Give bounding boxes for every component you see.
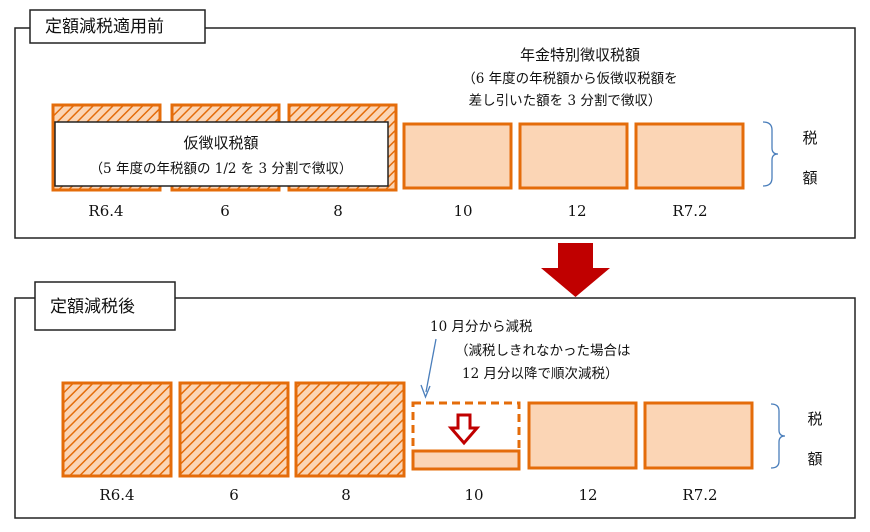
- month-label: R6.4: [99, 486, 134, 504]
- reduction-arrow-icon: [447, 413, 481, 446]
- reduction-note-title: 10 月分から減税: [430, 318, 533, 335]
- axis-label: 額: [807, 450, 822, 468]
- axis-label: 税: [802, 129, 817, 147]
- special-label-line: 差し引いた額を 3 分割で徴収）: [469, 92, 662, 109]
- special-label-line: （6 年度の年税額から仮徴収税額を: [462, 71, 677, 87]
- month-label: 12: [578, 486, 597, 504]
- provisional-label-box: [54, 121, 389, 187]
- reduced-bar: [411, 449, 521, 471]
- month-label: R6.4: [88, 202, 123, 220]
- month-label: 8: [333, 202, 343, 220]
- brace-icon: [770, 403, 786, 469]
- after-panel: 定額減税後 10 月分から減税 （減税しきれなかった場合は 12 月分以降で順次…: [14, 281, 856, 519]
- special-bar: [634, 122, 745, 190]
- axis-label: 額: [802, 169, 817, 187]
- special-label-title: 年金特別徴収税額: [520, 46, 640, 64]
- month-label: 12: [567, 202, 586, 220]
- month-label: R7.2: [672, 202, 707, 220]
- provisional-bar: [294, 381, 406, 478]
- axis-label: 税: [807, 410, 822, 428]
- special-bar: [643, 401, 754, 470]
- special-bar: [518, 122, 629, 190]
- reduction-note-line: （減税しきれなかった場合は: [455, 342, 631, 359]
- after-title-box: [34, 281, 176, 331]
- brace-icon: [762, 121, 779, 187]
- provisional-label-title: 仮徴収税額: [183, 134, 258, 152]
- provisional-bar: [61, 381, 173, 478]
- after-title: 定額減税後: [50, 297, 135, 317]
- before-title-box: [29, 9, 206, 44]
- special-bar: [402, 122, 513, 190]
- month-label: 10: [464, 486, 483, 504]
- month-label: 10: [453, 202, 472, 220]
- provisional-label-line: （5 年度の年税額の 1/2 を 3 分割で徴収）: [90, 160, 353, 177]
- special-bar: [527, 401, 638, 470]
- month-label: 8: [341, 486, 351, 504]
- pointer-arrow-icon: [420, 384, 431, 399]
- provisional-bar: [178, 381, 290, 478]
- month-label: R7.2: [682, 486, 717, 504]
- month-label: 6: [220, 202, 230, 220]
- before-panel: 定額減税適用前 年金特別徴収税額 （6 年度の年税額から仮徴収税額を 差し引いた…: [14, 9, 856, 239]
- before-title: 定額減税適用前: [45, 17, 164, 37]
- reduction-note-line: 12 月分以降で順次減税）: [462, 365, 618, 382]
- month-label: 6: [229, 486, 239, 504]
- down-arrow-icon: [541, 243, 610, 297]
